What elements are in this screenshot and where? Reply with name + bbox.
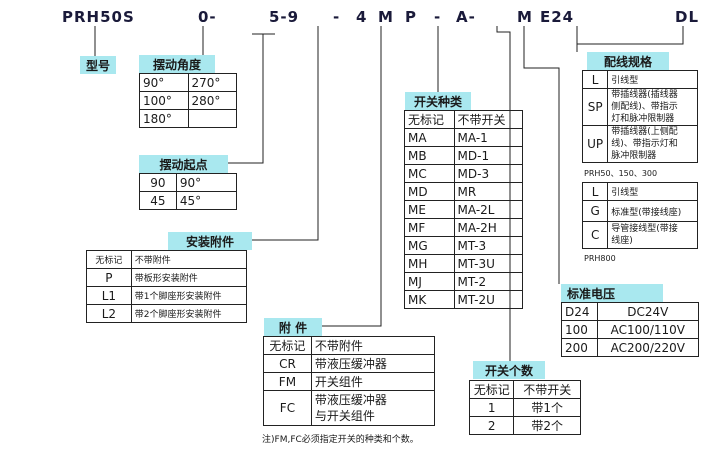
table-row: 180° bbox=[139, 109, 237, 128]
wiring-caption-a: PRH50、150、300 bbox=[584, 169, 658, 178]
start-label: 摆动起点 bbox=[139, 155, 228, 173]
table-row: 无标记不带开关 bbox=[404, 110, 524, 129]
table-row: 无标记不带开关 bbox=[468, 380, 581, 399]
table-row: 无标记不带附件 bbox=[263, 336, 436, 355]
code-model: PRH50S bbox=[62, 8, 135, 26]
table-row: 90°270° bbox=[139, 73, 237, 92]
code-voltage: M bbox=[517, 8, 533, 26]
code-angle: 0- bbox=[198, 8, 217, 26]
code-accessory: P bbox=[405, 8, 417, 26]
accessory-label: 附 件 bbox=[264, 318, 322, 336]
code-tail: DL bbox=[675, 8, 700, 26]
switch-count-label: 开关个数 bbox=[473, 361, 545, 379]
voltage-label: 标准电压 bbox=[561, 284, 663, 302]
mount-label: 安装附件 bbox=[168, 232, 252, 250]
angle-label: 摆动角度 bbox=[139, 55, 215, 73]
wiring-label: 配线规格 bbox=[587, 52, 669, 70]
angle-table: 90°270° 100°280° 180° bbox=[139, 73, 237, 128]
code-switch-type: M bbox=[378, 8, 394, 26]
table-row: 无标记不带附件 bbox=[86, 250, 248, 269]
code-dash-2: - bbox=[434, 8, 442, 26]
code-wiring: E24 bbox=[540, 8, 575, 26]
model-label: 型号 bbox=[80, 56, 116, 74]
code-dash-1: - bbox=[333, 8, 341, 26]
switch-type-label: 开关种类 bbox=[405, 92, 471, 110]
code-mount: 4 bbox=[356, 8, 368, 26]
accessory-note: 注)FM,FC必须指定开关的种类和个数。 bbox=[262, 435, 419, 445]
code-start: 5-9 bbox=[269, 8, 300, 26]
code-count: A- bbox=[456, 8, 476, 26]
table-row: 100°280° bbox=[139, 91, 237, 110]
wiring-caption-b: PRH800 bbox=[584, 254, 616, 263]
